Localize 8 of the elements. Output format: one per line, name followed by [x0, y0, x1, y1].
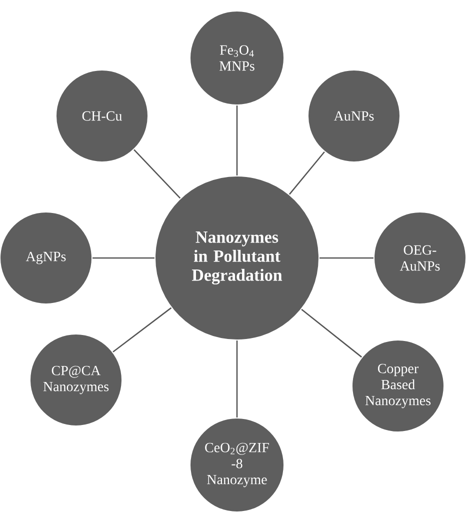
- connector-line: [236, 340, 238, 418]
- connector-line: [92, 257, 154, 259]
- connector-line: [288, 151, 325, 195]
- connector-line: [112, 307, 172, 352]
- connector-line: [236, 106, 238, 176]
- connector-line: [301, 308, 362, 358]
- connector-line: [320, 257, 374, 259]
- connector-line: [134, 149, 181, 199]
